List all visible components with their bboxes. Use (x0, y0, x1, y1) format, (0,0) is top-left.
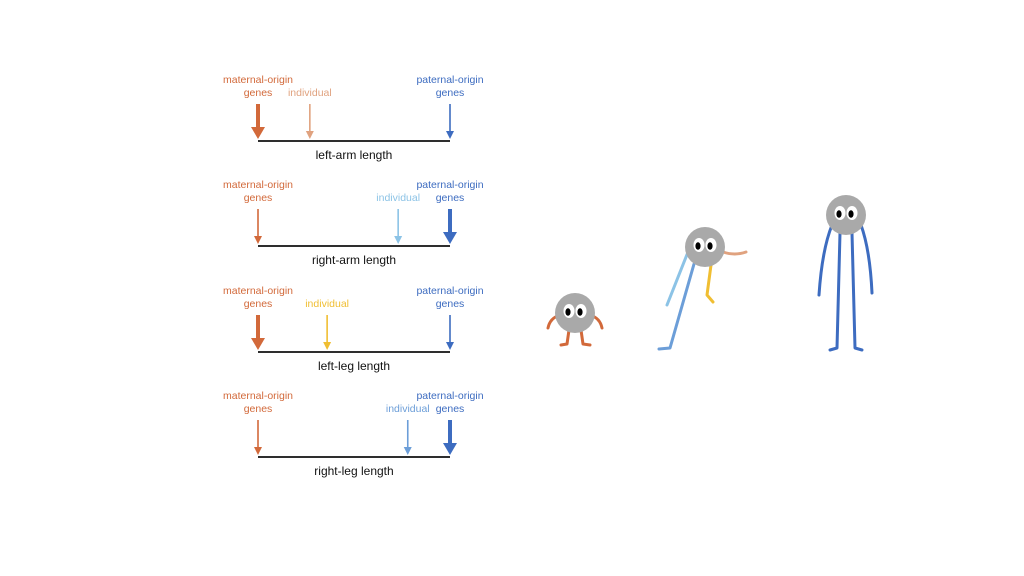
individual-arrow (323, 315, 332, 350)
panel-4: maternal-origingenespaternal-origingenes… (223, 390, 484, 478)
paternal-label: paternal-origin (416, 285, 483, 297)
individual-arrow (403, 420, 412, 455)
individual-arrow (305, 104, 314, 139)
paternal-arrow (443, 209, 457, 244)
paternal-arrow (446, 315, 454, 350)
maternal-arrow (251, 104, 265, 139)
paternal-label-genes: genes (436, 87, 465, 99)
paternal-label-genes: genes (436, 403, 465, 415)
axis-title: right-leg length (314, 464, 393, 478)
limb-length-panels: maternal-origingenespaternal-origingenes… (223, 74, 484, 478)
maternal-label-genes: genes (244, 192, 273, 204)
maternal-arrow (251, 315, 265, 350)
left-arm (817, 223, 834, 297)
panel-1: maternal-origingenespaternal-origingenes… (223, 74, 484, 162)
creature-mixed (657, 227, 748, 351)
maternal-label: maternal-origin (223, 390, 293, 402)
individual-label: individual (376, 192, 420, 204)
maternal-label: maternal-origin (223, 285, 293, 297)
paternal-label-genes: genes (436, 298, 465, 310)
maternal-arrow (254, 420, 262, 455)
right-arm (665, 250, 690, 307)
maternal-label-genes: genes (244, 298, 273, 310)
maternal-arrow (254, 209, 262, 244)
axis-title: right-arm length (312, 253, 396, 267)
right-leg (850, 231, 864, 352)
paternal-arrow (446, 104, 454, 139)
creature-head (685, 227, 725, 267)
paternal-arrow (443, 420, 457, 455)
individual-label: individual (288, 87, 332, 99)
maternal-label: maternal-origin (223, 179, 293, 191)
paternal-label: paternal-origin (416, 390, 483, 402)
left-arm (721, 250, 748, 256)
individual-label: individual (386, 403, 430, 415)
axis-title: left-leg length (318, 359, 390, 373)
right-leg (579, 328, 592, 347)
creature-figures (546, 195, 874, 352)
panel-3: maternal-origingenespaternal-origingenes… (223, 285, 484, 373)
creature-long (817, 195, 874, 352)
creature-short (546, 293, 604, 347)
maternal-label: maternal-origin (223, 74, 293, 86)
left-leg (705, 263, 715, 304)
paternal-label: paternal-origin (416, 74, 483, 86)
paternal-label: paternal-origin (416, 179, 483, 191)
panel-2: maternal-origingenespaternal-origingenes… (223, 179, 484, 267)
paternal-label-genes: genes (436, 192, 465, 204)
right-arm (859, 223, 874, 295)
creature-head (826, 195, 866, 235)
maternal-label-genes: genes (244, 403, 273, 415)
individual-arrow (394, 209, 403, 244)
maternal-label-genes: genes (244, 87, 273, 99)
axis-title: left-arm length (316, 148, 393, 162)
individual-label: individual (305, 298, 349, 310)
left-leg (559, 328, 571, 347)
right-leg (657, 262, 696, 351)
left-leg (828, 231, 842, 352)
creature-head (555, 293, 595, 333)
